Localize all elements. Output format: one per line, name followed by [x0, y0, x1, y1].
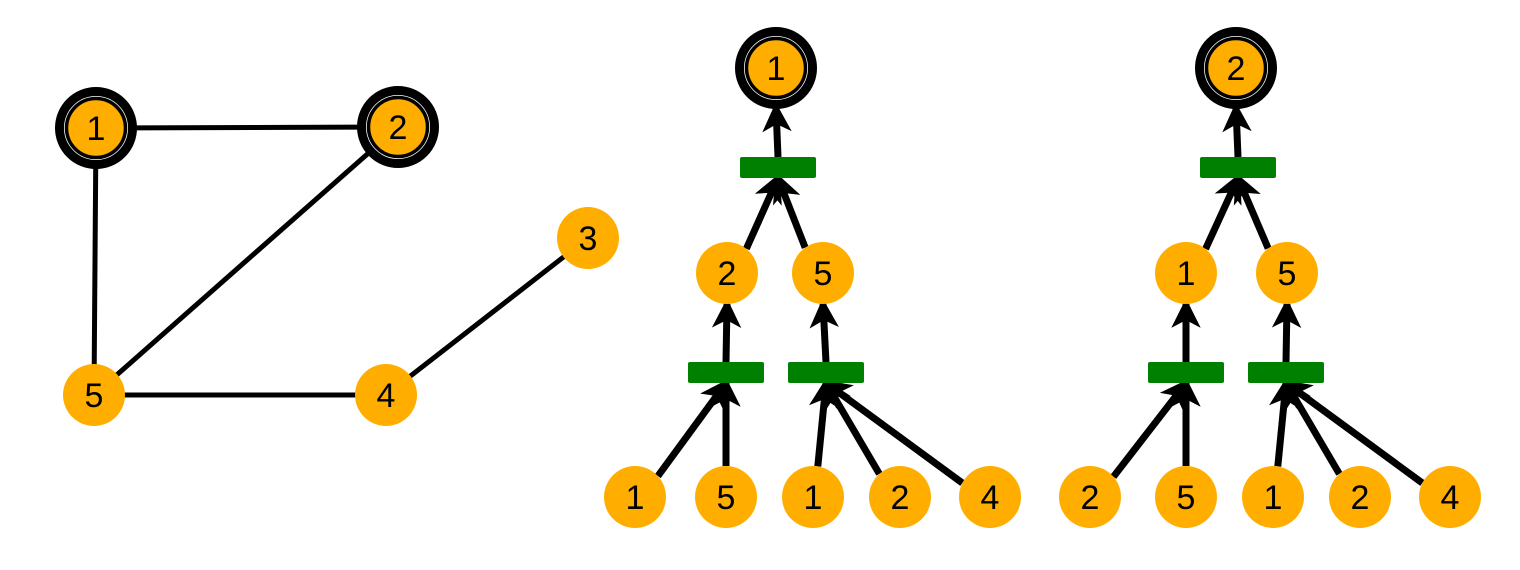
node-outer-ring: [735, 27, 817, 109]
node-outer-ring: [357, 86, 439, 168]
tree-arrow: [711, 298, 742, 363]
node-1-r-leaf-3[interactable]: 1: [1242, 466, 1304, 528]
node-4-r-leaf-5[interactable]: 4: [1419, 466, 1481, 528]
node-5-m-mid-2[interactable]: 5: [792, 242, 854, 304]
node-4-m-leaf-5[interactable]: 4: [959, 466, 1021, 528]
node-2-m-mid-1[interactable]: 2: [696, 242, 758, 304]
node-disc[interactable]: [782, 466, 844, 528]
node-2-r-root[interactable]: 2: [1195, 27, 1277, 109]
node-disc[interactable]: [367, 96, 429, 158]
node-inner-ring: [744, 36, 808, 100]
node-5-r-leaf-2[interactable]: 5: [1155, 466, 1217, 528]
node-disc[interactable]: [959, 466, 1021, 528]
node-disc[interactable]: [695, 466, 757, 528]
node-1-m-leaf-1[interactable]: 1: [604, 466, 666, 528]
tree-arrow: [809, 298, 839, 363]
tree-arrow: [809, 377, 839, 467]
tree-arrow: [1269, 377, 1299, 467]
and-bar[interactable]: [740, 157, 816, 178]
tree-arrow: [1281, 379, 1425, 486]
node-inner-ring: [366, 95, 430, 159]
graph-edge-1-2: [135, 124, 359, 131]
node-1-g1[interactable]: 1: [55, 87, 137, 169]
node-outer-ring: [55, 87, 137, 169]
node-disc[interactable]: [355, 364, 417, 426]
and-bar-layer: [688, 157, 1324, 383]
node-5-g5[interactable]: 5: [63, 364, 125, 426]
tree-arrow: [822, 378, 883, 476]
tree-arrow: [1233, 172, 1272, 250]
node-inner-ring: [1204, 36, 1268, 100]
tree-arrow: [1202, 172, 1242, 251]
node-1-r-mid-1[interactable]: 1: [1155, 242, 1217, 304]
and-bar[interactable]: [688, 362, 764, 383]
node-4-g4[interactable]: 4: [355, 364, 417, 426]
tree-arrow: [821, 379, 965, 486]
node-2-m-leaf-4[interactable]: 2: [869, 466, 931, 528]
node-3-g3[interactable]: 3: [557, 207, 619, 269]
node-disc[interactable]: [63, 364, 125, 426]
node-disc[interactable]: [1329, 466, 1391, 528]
node-disc[interactable]: [696, 242, 758, 304]
node-2-r-leaf-1[interactable]: 2: [1059, 466, 1121, 528]
node-disc[interactable]: [1205, 37, 1267, 99]
node-disc[interactable]: [869, 466, 931, 528]
node-disc[interactable]: [557, 207, 619, 269]
tree-arrow: [743, 172, 782, 251]
graph-edge-1-5: [91, 167, 99, 369]
node-disc[interactable]: [65, 97, 127, 159]
and-bar[interactable]: [1248, 362, 1324, 383]
node-disc[interactable]: [1155, 242, 1217, 304]
tree-arrow: [655, 378, 730, 479]
node-disc[interactable]: [1256, 242, 1318, 304]
tree-arrow: [772, 172, 809, 249]
graph-edge-5-2: [112, 151, 370, 380]
node-1-m-leaf-3[interactable]: 1: [782, 466, 844, 528]
node-inner-ring: [64, 96, 128, 160]
and-bar[interactable]: [1200, 157, 1276, 178]
node-disc[interactable]: [1059, 466, 1121, 528]
tree-arrow: [1271, 298, 1302, 363]
node-5-m-leaf-2[interactable]: 5: [695, 466, 757, 528]
graph-edge-4-3: [405, 252, 569, 381]
node-disc[interactable]: [1419, 466, 1481, 528]
tree-arrow: [1282, 378, 1343, 476]
node-disc[interactable]: [1242, 466, 1304, 528]
and-bar[interactable]: [788, 362, 864, 383]
node-disc[interactable]: [1155, 466, 1217, 528]
node-disc[interactable]: [745, 37, 807, 99]
and-bar[interactable]: [1148, 362, 1224, 383]
tree-arrow: [762, 102, 792, 158]
edge-layer: [91, 102, 1425, 486]
node-disc[interactable]: [604, 466, 666, 528]
node-2-r-leaf-4[interactable]: 2: [1329, 466, 1391, 528]
node-5-r-mid-2[interactable]: 5: [1256, 242, 1318, 304]
node-1-m-root[interactable]: 1: [735, 27, 817, 109]
tree-arrow: [1222, 102, 1252, 158]
tree-arrow: [1110, 378, 1190, 479]
node-disc[interactable]: [792, 242, 854, 304]
node-2-g2[interactable]: 2: [357, 86, 439, 168]
node-outer-ring: [1195, 27, 1277, 109]
